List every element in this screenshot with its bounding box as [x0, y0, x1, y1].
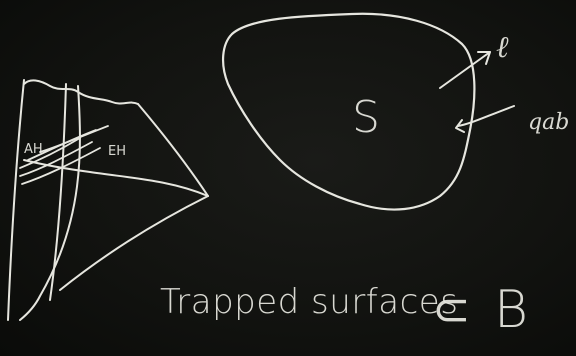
null-normal-arrow: [440, 52, 490, 88]
subset-symbol: ⊂: [432, 282, 471, 336]
metric-label: qab: [528, 110, 569, 135]
surface-label: S: [352, 92, 380, 143]
diagram-inner-line: [50, 84, 66, 300]
caption-text: Trapped surfaces: [160, 282, 458, 322]
null-normal-label: ℓ: [496, 30, 509, 65]
event-horizon-label: EH: [108, 144, 126, 159]
diagram-cone-edge: [138, 104, 208, 196]
diagram-cone-base: [24, 160, 208, 196]
apparent-horizon-label: AH: [24, 142, 43, 157]
diagram-left-line: [8, 80, 24, 320]
surface-outline: [223, 14, 474, 210]
diagram-top-scribble: [24, 80, 138, 104]
metric-pointer: [458, 106, 514, 126]
diagram-outer-curve: [20, 86, 80, 320]
diagram-hatch-5: [40, 126, 108, 152]
diagram-cone-lower: [60, 196, 208, 290]
set-label: B: [494, 280, 528, 340]
